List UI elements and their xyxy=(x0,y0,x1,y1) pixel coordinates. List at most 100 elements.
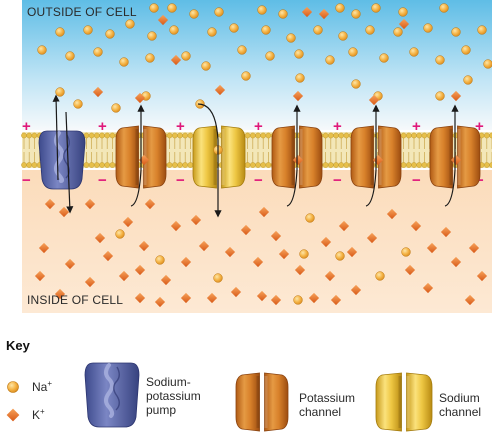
key-potassium-ion-label: K+ xyxy=(32,407,45,422)
membrane-potassium-channel xyxy=(429,125,481,189)
negative-charge-sign: − xyxy=(98,172,107,189)
key-sodium-channel-shape xyxy=(375,372,433,432)
sodium-ion xyxy=(371,3,381,13)
potassium-ion xyxy=(252,256,264,268)
potassium-ion xyxy=(308,292,320,304)
sodium-ion xyxy=(55,27,65,37)
transport-arrow xyxy=(444,104,459,207)
sodium-ion xyxy=(119,57,129,67)
sodium-ion xyxy=(335,251,345,261)
sodium-ion xyxy=(313,25,323,35)
potassium-ion xyxy=(180,292,192,304)
positive-charge-sign: + xyxy=(176,118,185,135)
sodium-ion xyxy=(439,3,449,13)
potassium-ion xyxy=(350,284,362,296)
sodium-ion xyxy=(483,59,492,69)
sodium-ion xyxy=(207,27,217,37)
sodium-ion xyxy=(111,103,121,113)
negative-charge-sign: − xyxy=(412,172,421,189)
sodium-ion xyxy=(237,45,247,55)
negative-charge-sign: − xyxy=(176,172,185,189)
sodium-ion xyxy=(365,25,375,35)
positive-charge-sign: + xyxy=(22,118,31,135)
negative-charge-sign: − xyxy=(333,172,342,189)
negative-charge-sign: − xyxy=(254,172,263,189)
positive-charge-sign: + xyxy=(333,118,342,135)
cell-membrane xyxy=(21,132,492,168)
sodium-ion xyxy=(451,27,461,37)
potassium-ion xyxy=(134,264,146,276)
inside-of-cell-label: INSIDE OF CELL xyxy=(27,293,123,307)
sodium-ion xyxy=(423,23,433,33)
key-potassium-channel-label: Potassium channel xyxy=(299,391,358,419)
potassium-ion xyxy=(240,224,252,236)
sodium-ion xyxy=(265,51,275,61)
sodium-ion xyxy=(477,25,487,35)
outside-region xyxy=(22,0,492,130)
sodium-ion xyxy=(125,19,135,29)
transport-arrow xyxy=(197,103,222,218)
potassium-channel-icon xyxy=(235,372,289,432)
sodium-ion xyxy=(149,3,159,13)
potassium-ion xyxy=(230,286,242,298)
positive-charge-sign: + xyxy=(412,118,421,135)
sodium-ion xyxy=(93,47,103,57)
key-pump-label: Sodium- potassium pump xyxy=(146,375,204,417)
potassium-ion xyxy=(84,198,96,210)
sodium-ion xyxy=(241,71,251,81)
sodium-ion xyxy=(105,29,115,39)
sodium-ion xyxy=(398,7,408,17)
sodium-ion xyxy=(295,73,305,83)
sodium-ion xyxy=(257,5,267,15)
negative-charge-sign: − xyxy=(22,172,31,189)
sodium-ion xyxy=(435,55,445,65)
potassium-ion xyxy=(270,294,282,306)
potassium-ion xyxy=(134,292,146,304)
potassium-ion xyxy=(154,296,166,308)
sodium-ion xyxy=(299,249,309,259)
sodium-ion xyxy=(261,25,271,35)
sodium-ion xyxy=(73,99,83,109)
potassium-ion xyxy=(404,264,416,276)
sodium-ion xyxy=(145,53,155,63)
sodium-ion xyxy=(335,3,345,13)
potassium-ion xyxy=(324,270,336,282)
potassium-ion xyxy=(138,240,150,252)
sodium-ion xyxy=(55,87,65,97)
key-potassium-channel-shape xyxy=(235,372,289,432)
potassium-ion xyxy=(214,84,226,96)
sodium-ion xyxy=(409,47,419,57)
potassium-ion xyxy=(134,92,146,104)
key-sodium-channel-label: Sodium channel xyxy=(439,391,483,419)
membrane-potassium-channel xyxy=(271,125,323,189)
sodium-ion xyxy=(169,25,179,35)
membrane-charge-signs: +++++++−−−−−−− xyxy=(22,118,484,189)
potassium-ion xyxy=(144,198,156,210)
sodium-ion xyxy=(325,55,335,65)
sodium-ion xyxy=(294,49,304,59)
membrane-sodium-channel xyxy=(192,125,246,189)
sodium-ion xyxy=(401,247,411,257)
potassium-ion xyxy=(450,256,462,268)
sodium-ion xyxy=(348,47,358,57)
key-sodium-ion-label: Na+ xyxy=(32,379,52,394)
sodium-ion xyxy=(351,79,361,89)
potassium-ion xyxy=(294,264,306,276)
sodium-ion xyxy=(463,75,473,85)
sodium-ion xyxy=(293,295,303,305)
key-pump-shape xyxy=(84,362,140,428)
outside-of-cell-label: OUTSIDE OF CELL xyxy=(27,5,137,19)
sodium-ion xyxy=(213,273,223,283)
sodium-ion xyxy=(375,271,385,281)
potassium-ion xyxy=(330,294,342,306)
sodium-ion xyxy=(278,9,288,19)
potassium-ion xyxy=(160,274,172,286)
sodium-potassium-pump-icon xyxy=(84,362,140,428)
potassium-ion xyxy=(170,220,182,232)
potassium-ion xyxy=(198,240,210,252)
sodium-ion xyxy=(181,51,191,61)
positive-charge-sign: + xyxy=(98,118,107,135)
potassium-ion xyxy=(464,294,476,306)
sodium-ion xyxy=(461,45,471,55)
